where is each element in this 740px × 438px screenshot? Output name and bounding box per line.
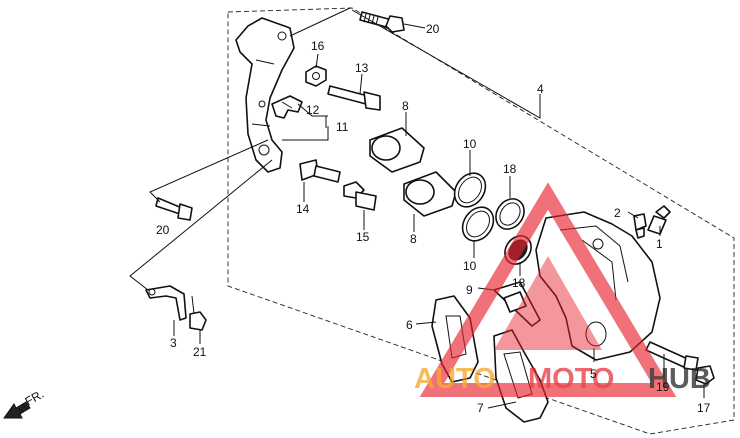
hose-clamp-3	[145, 285, 187, 321]
callout-9: 9	[466, 283, 473, 297]
callout-21: 21	[193, 345, 207, 359]
callout-12: 12	[306, 103, 320, 117]
pad-pin-19	[645, 341, 699, 371]
callout-18-lower: 18	[512, 276, 526, 290]
callout-11: 11	[336, 120, 349, 134]
piston-seal-10-lower	[461, 206, 495, 242]
callout-5: 5	[590, 367, 597, 381]
leader-lines	[129, 7, 705, 409]
dust-seal-18-upper	[495, 198, 525, 230]
nut-16	[305, 65, 327, 87]
watermark-text-auto: AUTO	[414, 363, 496, 395]
watermark-triangle	[419, 182, 677, 397]
bolt-21	[189, 295, 207, 331]
callout-6: 6	[406, 318, 413, 332]
callout-20-top: 20	[426, 22, 440, 36]
callout-13: 13	[355, 61, 369, 75]
callout-8-lower: 8	[410, 232, 417, 246]
pin-plug-17	[695, 365, 715, 385]
callout-14: 14	[296, 202, 310, 216]
callout-10-upper: 10	[463, 137, 477, 151]
bleeder-valve-1	[647, 205, 671, 235]
callout-1: 1	[656, 237, 663, 251]
piston-seal-10-upper	[453, 172, 487, 208]
slide-pin-13	[327, 85, 381, 111]
pad-spring-9	[493, 281, 541, 327]
callout-16: 16	[311, 39, 325, 53]
bolt-20-top	[359, 11, 405, 33]
watermark-text-hub: HUB	[648, 363, 711, 395]
front-direction-arrow-icon	[3, 401, 31, 419]
bleeder-cap-2	[633, 213, 647, 239]
pad-retainer-clip	[271, 95, 303, 119]
callout-19: 19	[656, 380, 670, 394]
automotohub-watermark: AUTO MOTO HUB	[414, 182, 711, 397]
callout-20-left: 20	[156, 223, 170, 237]
callout-17: 17	[697, 401, 711, 415]
bolt-15	[343, 181, 377, 211]
callout-3: 3	[170, 336, 177, 350]
watermark-triangle-inner	[494, 256, 602, 350]
callout-labels: 20 16 13 4 8 12 11 10 18 14 15 8 20 2 1 …	[156, 22, 711, 415]
caliper-assembly-outline	[227, 7, 735, 435]
caliper-bracket	[235, 17, 295, 173]
callout-18-upper: 18	[503, 162, 517, 176]
callout-7: 7	[477, 401, 484, 415]
bolt-20-left	[155, 197, 193, 221]
callout-15: 15	[356, 230, 370, 244]
callout-2: 2	[614, 206, 621, 220]
callout-4: 4	[537, 82, 544, 96]
piston-8-lower	[403, 171, 457, 217]
callout-10-lower: 10	[463, 259, 477, 273]
slide-pin-14	[299, 159, 341, 183]
callout-8-upper: 8	[402, 99, 409, 113]
piston-8-upper	[369, 127, 425, 173]
watermark-text-moto: MOTO	[528, 363, 614, 395]
